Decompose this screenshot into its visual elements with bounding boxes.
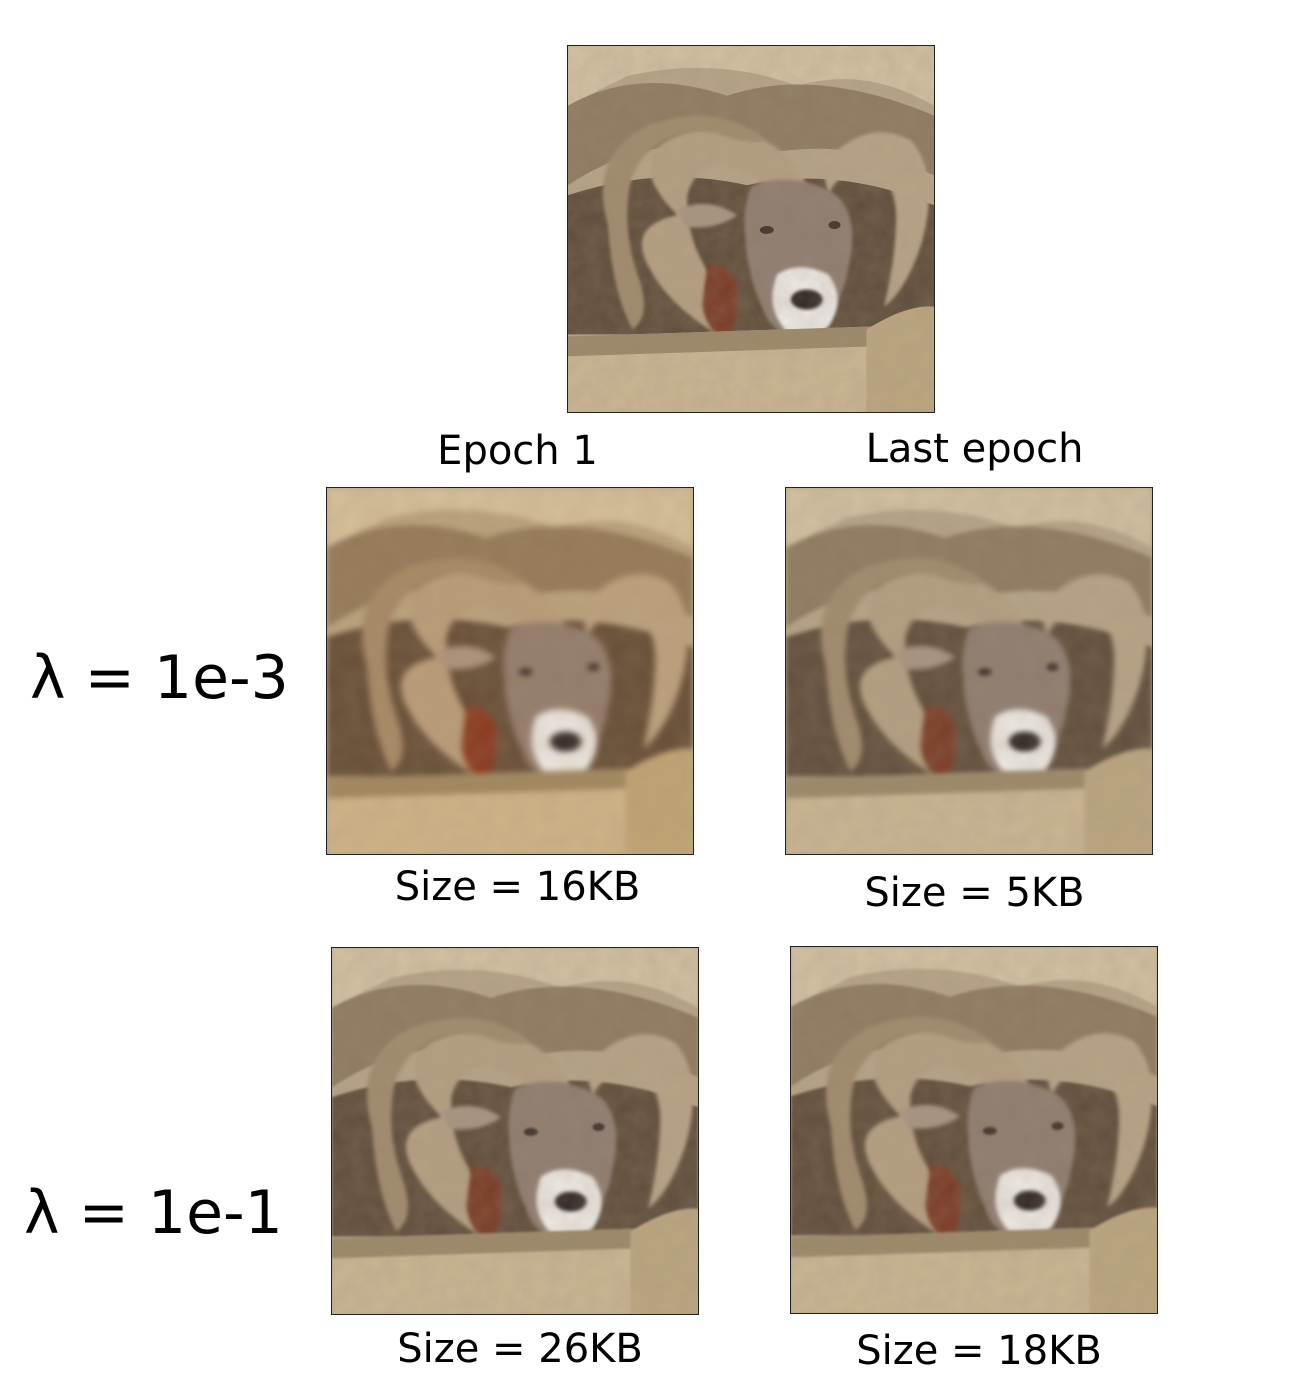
row-label-lambda-1e-1: λ = 1e-1: [24, 1178, 283, 1248]
column-header-last-epoch: Last epoch: [865, 426, 1084, 472]
bighorn-ram-icon: [332, 948, 698, 1314]
column-header-epoch-1: Epoch 1: [437, 428, 598, 474]
reconstruction-l1e-1-last-epoch: [790, 946, 1158, 1314]
reconstruction-l1e-1-epoch-1: [331, 947, 699, 1315]
original-image: [567, 45, 935, 413]
row-label-lambda-1e-3: λ = 1e-3: [30, 643, 289, 713]
size-label-l1e-3-last-epoch: Size = 5KB: [864, 870, 1085, 916]
size-label-l1e-3-epoch-1: Size = 16KB: [394, 864, 641, 910]
size-label-l1e-1-last-epoch: Size = 18KB: [856, 1328, 1102, 1374]
bighorn-ram-icon: [791, 947, 1157, 1313]
bighorn-ram-icon: [786, 488, 1152, 854]
reconstruction-l1e-3-last-epoch: [785, 487, 1153, 855]
size-label-l1e-1-epoch-1: Size = 26KB: [397, 1326, 643, 1372]
bighorn-ram-icon: [327, 488, 693, 854]
reconstruction-l1e-3-epoch-1: [326, 487, 694, 855]
bighorn-ram-icon: [568, 46, 934, 412]
